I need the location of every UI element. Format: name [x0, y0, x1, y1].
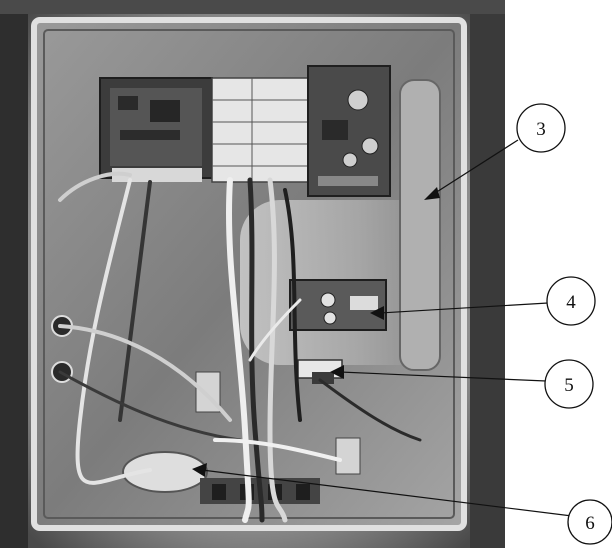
- callout-4: 4: [370, 276, 596, 326]
- arrowhead-6: [192, 463, 207, 477]
- arrowhead-4: [370, 306, 384, 320]
- callout-label-6: 6: [585, 513, 595, 534]
- wire-harness: [58, 171, 422, 523]
- leader-line-3: [431, 139, 519, 196]
- callout-circle-3: [516, 103, 566, 153]
- callout-6: 6: [192, 463, 612, 545]
- callout-label-5: 5: [564, 375, 574, 396]
- callout-3: 3: [424, 103, 566, 200]
- leader-line-6: [201, 469, 573, 517]
- enclosure-photo: [0, 0, 505, 548]
- arrowhead-3: [424, 187, 440, 200]
- leader-line-5: [339, 371, 547, 382]
- arrowhead-5: [330, 365, 344, 379]
- callout-label-4: 4: [566, 292, 576, 313]
- power-supply-board: [307, 65, 391, 197]
- callout-label-3: 3: [536, 119, 546, 140]
- callout-circle-5: [544, 359, 594, 409]
- terminal-blocks: [211, 77, 309, 183]
- callout-circle-6: [567, 499, 612, 545]
- callout-5: 5: [330, 359, 594, 409]
- callout-circle-4: [546, 276, 596, 326]
- small-circuit-board: [289, 279, 387, 331]
- leader-line-4: [379, 302, 549, 314]
- control-board: [99, 77, 213, 182]
